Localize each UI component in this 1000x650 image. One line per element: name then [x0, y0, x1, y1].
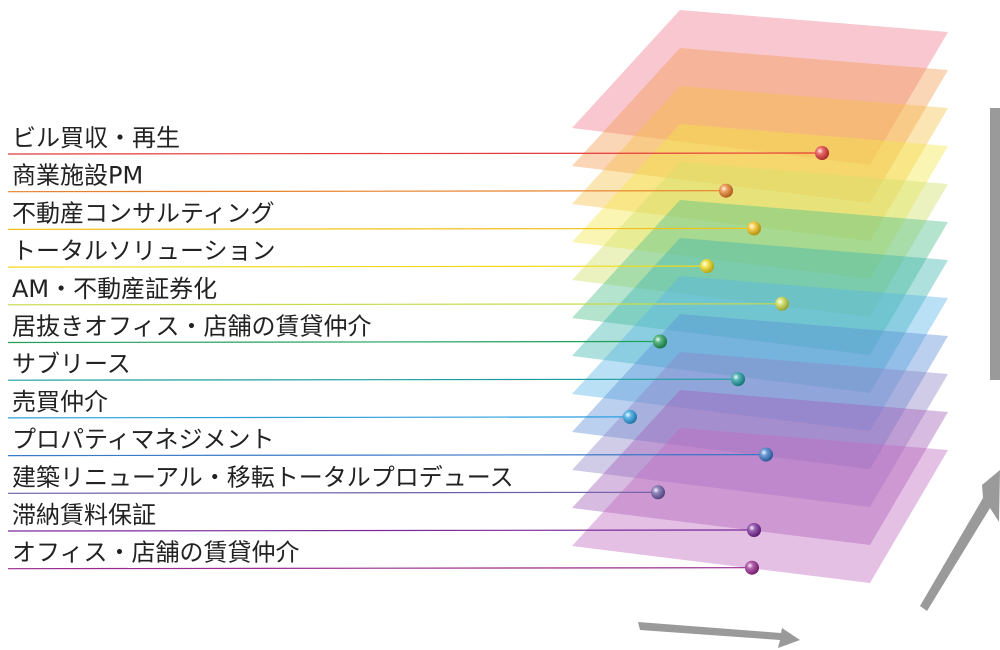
- leader-lines: [7, 152, 817, 570]
- leader-line: [7, 416, 625, 419]
- layer-label: 建築リニューアル・移転トータルプロデュース: [12, 463, 514, 491]
- layer-plane: [572, 162, 948, 317]
- marker-balls: [623, 146, 829, 575]
- layer-plane: [572, 10, 948, 165]
- marker-ball-shine: [775, 296, 789, 311]
- layer-label: 売買仲介: [12, 388, 108, 416]
- marker-ball: [653, 334, 667, 349]
- marker-ball-shine: [745, 560, 759, 575]
- layer-label: ビル買収・再生: [12, 124, 180, 152]
- marker-ball-shine: [719, 183, 733, 198]
- layer-plane: [572, 352, 948, 507]
- layer-label: 滞納賃料保証: [12, 501, 156, 529]
- leader-line: [7, 454, 761, 457]
- perspective-arrows: [638, 108, 1000, 648]
- marker-ball: [731, 372, 745, 387]
- marker-ball: [815, 146, 829, 160]
- marker-ball-shine: [759, 447, 773, 462]
- leader-line: [7, 303, 777, 306]
- layer-label: プロパティマネジメント: [12, 426, 275, 454]
- layer-label: トータルソリューション: [12, 237, 276, 265]
- layer-plane: [572, 238, 948, 393]
- leader-line: [7, 340, 655, 344]
- marker-ball: [623, 409, 637, 424]
- vertical-arrow-icon: [990, 108, 1000, 380]
- layer-label: 不動産コンサルティング: [12, 199, 275, 227]
- marker-ball-shine: [731, 372, 745, 387]
- diagonal-arrow-icon: [920, 470, 1000, 611]
- layer-plane: [572, 390, 948, 545]
- marker-ball: [775, 296, 789, 311]
- layer-plane: [572, 428, 948, 583]
- stacked-planes: [572, 10, 948, 583]
- leader-line: [7, 265, 702, 268]
- marker-ball: [759, 447, 773, 462]
- horizontal-arrow-icon: [638, 622, 800, 648]
- leader-line: [7, 190, 721, 193]
- marker-ball-shine: [747, 523, 761, 537]
- leader-line: [7, 378, 733, 381]
- layer-plane: [572, 124, 948, 279]
- layer-label: AM・不動産証券化: [12, 275, 217, 303]
- layer-plane: [572, 48, 948, 203]
- layer-plane: [572, 86, 948, 241]
- marker-ball-shine: [747, 221, 761, 236]
- marker-ball: [747, 221, 761, 236]
- marker-ball-shine: [653, 334, 667, 349]
- layer-label: 居抜きオフィス・店舗の賃貸仲介: [12, 313, 372, 341]
- marker-ball: [651, 485, 665, 500]
- marker-ball-shine: [623, 409, 637, 424]
- leader-line: [7, 529, 749, 532]
- layer-plane: [572, 276, 948, 431]
- marker-ball: [745, 560, 759, 575]
- marker-ball: [719, 183, 733, 198]
- layer-label: サブリース: [12, 350, 131, 378]
- layer-plane: [572, 200, 948, 355]
- marker-ball-shine: [815, 146, 829, 160]
- marker-ball-shine: [651, 485, 665, 500]
- marker-ball: [700, 259, 714, 274]
- layer-plane: [572, 314, 948, 469]
- leader-line: [7, 152, 817, 155]
- leader-line: [7, 227, 749, 230]
- layer-label: 商業施設PM: [12, 162, 143, 190]
- leader-line: [7, 491, 653, 494]
- leader-line: [7, 567, 747, 570]
- layer-label: オフィス・店舗の賃貸仲介: [12, 539, 300, 567]
- marker-ball-shine: [700, 259, 714, 274]
- marker-ball: [747, 523, 761, 537]
